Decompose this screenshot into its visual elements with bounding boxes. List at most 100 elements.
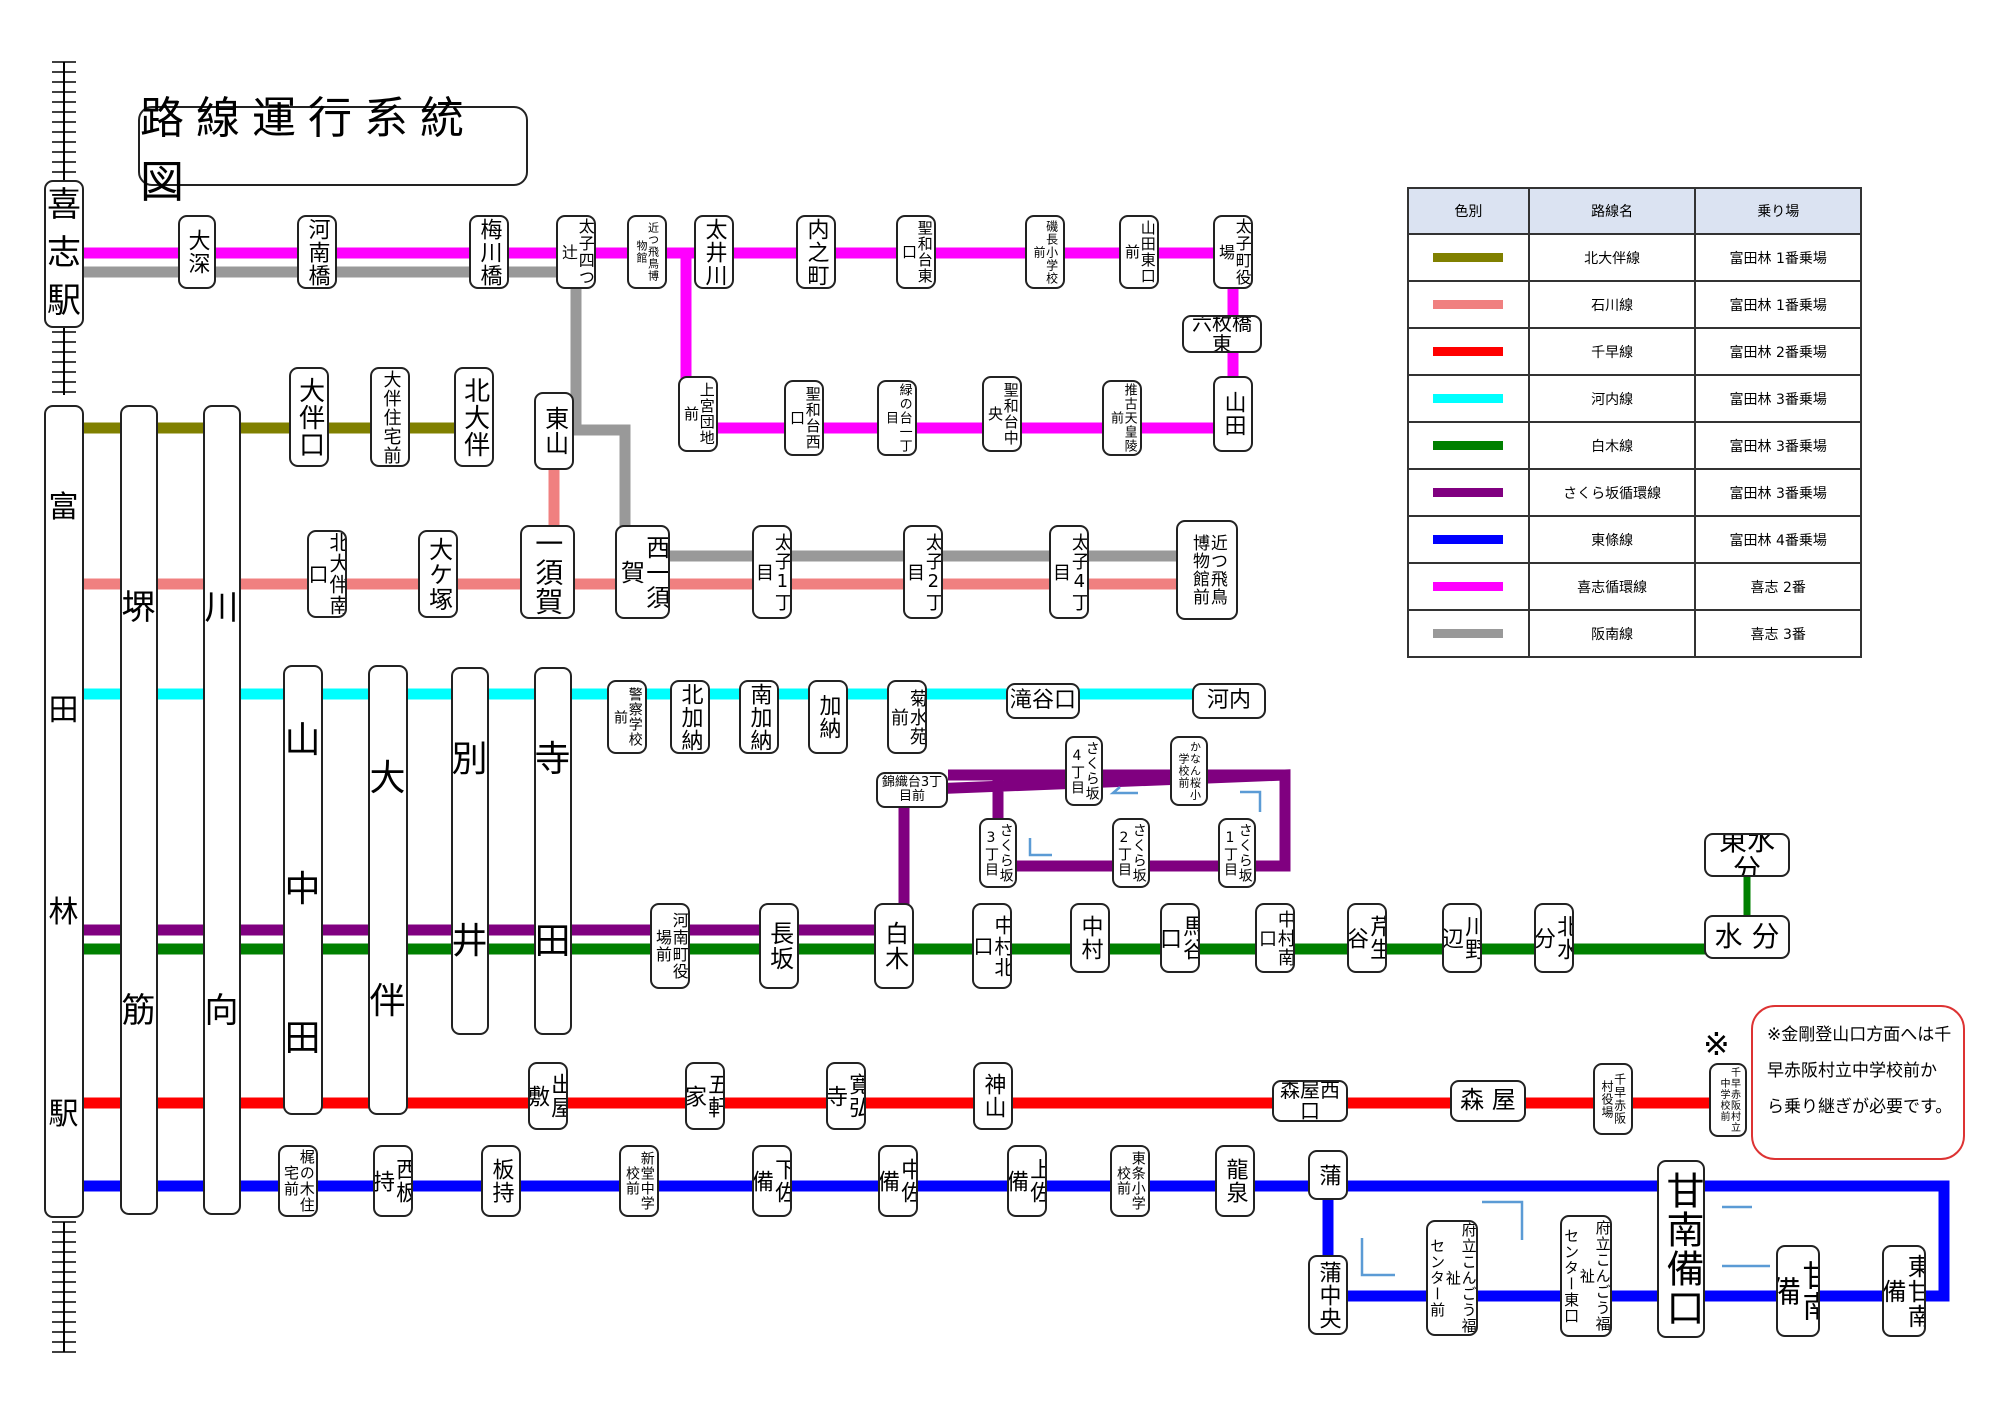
stop-itamochi: 板持: [481, 1145, 521, 1217]
stop-sakura2: さくら坂2丁目: [1112, 818, 1150, 888]
legend-swatch-cell: [1407, 515, 1530, 564]
stop-sakura4: さくら坂4丁目: [1065, 736, 1103, 806]
legend-table: 色別 路線名 乗り場 北大伴線富田林 1番乗場石川線富田林 1番乗場千早線富田林…: [1407, 187, 1862, 658]
legend-swatch: [1433, 441, 1504, 450]
legend-swatch: [1433, 300, 1504, 309]
stop-nakasabi: 中佐備: [878, 1145, 918, 1217]
stop-kawanobe: 川野辺: [1442, 903, 1482, 973]
arrow-icon: [1360, 1238, 1395, 1277]
page-title: 路線運行系統図: [138, 93, 528, 208]
station-pillar-betsui: 別井: [451, 667, 489, 1035]
legend-stop: 富田林 1番乗場: [1694, 233, 1862, 282]
arrow-icon: [1482, 1200, 1524, 1240]
legend-row: 東條線富田林 4番乗場: [1407, 515, 1862, 564]
legend-swatch-cell: [1407, 562, 1530, 611]
stop-yamadahigashi: 山田東口前: [1119, 215, 1159, 289]
stop-kaba: 蒲: [1308, 1150, 1348, 1200]
stop-bashitani: 馬谷口: [1160, 903, 1200, 973]
stop-otomoguchi: 大伴口: [289, 367, 329, 467]
stop-demurashiki: 出屋敷: [528, 1062, 568, 1130]
stop-ichisuka: 一須賀: [520, 525, 575, 619]
arrow-icon: [1028, 838, 1052, 857]
legend-swatch: [1433, 253, 1504, 262]
legend-route-name: 喜志循環線: [1527, 562, 1697, 611]
arrow-icon: [1240, 790, 1262, 812]
stop-kabachuo: 蒲中央: [1308, 1255, 1348, 1335]
stop-kanan: 河南橋: [297, 215, 337, 289]
stop-nakamuraminami: 中村南口: [1255, 903, 1295, 973]
stop-fukadaminami: 新堂中学校前: [619, 1145, 659, 1217]
stop-nishiitamochi: 西板持: [373, 1145, 413, 1217]
stop-kami: 上宮団地前: [678, 376, 718, 452]
legend-route-name: 東條線: [1527, 515, 1697, 564]
stop-sakura3: さくら坂3丁目: [979, 818, 1017, 888]
legend-row: 千早線富田林 2番乗場: [1407, 327, 1862, 376]
stop-kanan_s: かなん桜小学校前: [1170, 736, 1208, 806]
legend-swatch-cell: [1407, 327, 1530, 376]
stop-kitamizuwake: 北水分: [1534, 903, 1574, 973]
stop-kikusui: 菊水苑前: [887, 680, 927, 754]
stop-uchinomachi: 内之町: [796, 215, 836, 289]
legend-swatch: [1433, 347, 1504, 356]
stop-kananyakuba: 河南町役場前: [650, 903, 690, 989]
stop-umekawa: 梅川橋: [469, 215, 509, 289]
stop-keinan: 近つ飛鳥博物館: [627, 215, 667, 289]
legend-route-name: 北大伴線: [1527, 233, 1697, 282]
legend-route-name: 石川線: [1527, 280, 1697, 329]
stop-kondo2: 府立こんごう福祉センター東口: [1560, 1215, 1612, 1337]
stop-keisatsu: 警察学校前: [607, 680, 647, 754]
stop-kamisabi: 上佐備: [1007, 1145, 1047, 1217]
legend-swatch-cell: [1407, 609, 1530, 658]
stop-higashimizuwake: 東水分: [1704, 833, 1790, 877]
stop-shiraki: 白木: [874, 903, 914, 989]
arrow-icon: [1109, 786, 1138, 795]
stop-taishi4c: 太子4丁目: [1049, 525, 1089, 619]
stop-s2: 緑の台一丁目: [877, 380, 917, 456]
stop-shimosabi: 下佐備: [752, 1145, 792, 1217]
station-pillar-otomo: 大伴: [368, 665, 408, 1115]
stop-s3: 聖和台中央: [982, 376, 1022, 452]
stop-moriya: 森 屋: [1450, 1080, 1526, 1122]
legend-row: 白木線富田林 3番乗場: [1407, 421, 1862, 470]
stop-kondo1: 府立こんごう福祉センター前: [1426, 1220, 1478, 1336]
legend-swatch-cell: [1407, 421, 1530, 470]
transfer-note: ※金剛登山口方面へは千早赤阪村立中学校前から乗り継ぎが必要です。: [1751, 1005, 1965, 1160]
stop-odeko: 大深: [178, 215, 216, 289]
legend-route-name: さくら坂循環線: [1527, 468, 1697, 517]
stop-chihayayakuba: 千早赤阪村役場: [1593, 1063, 1633, 1135]
legend-row: 河内線富田林 3番乗場: [1407, 374, 1862, 423]
legend-stop: 富田林 3番乗場: [1694, 468, 1862, 517]
stop-nagasaka: 長坂: [759, 903, 799, 989]
stop-takiyaguchi: 滝谷口: [1006, 683, 1080, 719]
stop-s4: 推古天皇陵前: [1102, 380, 1142, 456]
stop-tsukui: 錦織台3丁目前: [876, 772, 948, 808]
legend-route-name: 白木線: [1527, 421, 1697, 470]
legend-row: 石川線富田林 1番乗場: [1407, 280, 1862, 329]
stop-tojosho: 東条小学校前: [1110, 1145, 1150, 1217]
stop-kajinoki: 梶の木住宅前: [278, 1145, 318, 1217]
stop-kano: 加納: [808, 680, 848, 754]
station-pillar-yamanakada: 山中田: [283, 665, 323, 1115]
stop-s1: 聖和台西口: [784, 380, 824, 456]
stop-ryusen: 龍泉: [1215, 1145, 1255, 1217]
stop-kamiyama: 神山: [973, 1062, 1013, 1130]
station-kishi: 喜志駅: [44, 180, 84, 328]
railway-tondabayashi-track: [52, 1221, 76, 1353]
stop-nakamura: 中村: [1070, 903, 1110, 973]
stop-otomoj: 大伴住宅前: [370, 367, 410, 467]
legend-row: さくら坂循環線富田林 3番乗場: [1407, 468, 1862, 517]
stop-taishi1: 太子1丁目: [752, 525, 792, 619]
stop-nishisuka: 西一須賀: [615, 525, 670, 619]
legend-swatch: [1433, 629, 1504, 638]
legend-swatch: [1433, 394, 1504, 403]
legend-route-name: 千早線: [1527, 327, 1697, 376]
legend-row: 北大伴線富田林 1番乗場: [1407, 233, 1862, 282]
note-mark: ※: [1703, 1025, 1730, 1063]
stop-kannabi: 甘南備: [1776, 1245, 1820, 1337]
stop-kitakano: 北加納: [670, 680, 710, 754]
stop-rokumai: 六枚橋東: [1182, 315, 1262, 353]
legend-swatch-cell: [1407, 280, 1530, 329]
stop-taishi4: 太子四つ辻: [556, 215, 596, 289]
stop-yamada: 山田: [1213, 376, 1253, 452]
legend-header-stop: 乗り場: [1694, 187, 1862, 235]
